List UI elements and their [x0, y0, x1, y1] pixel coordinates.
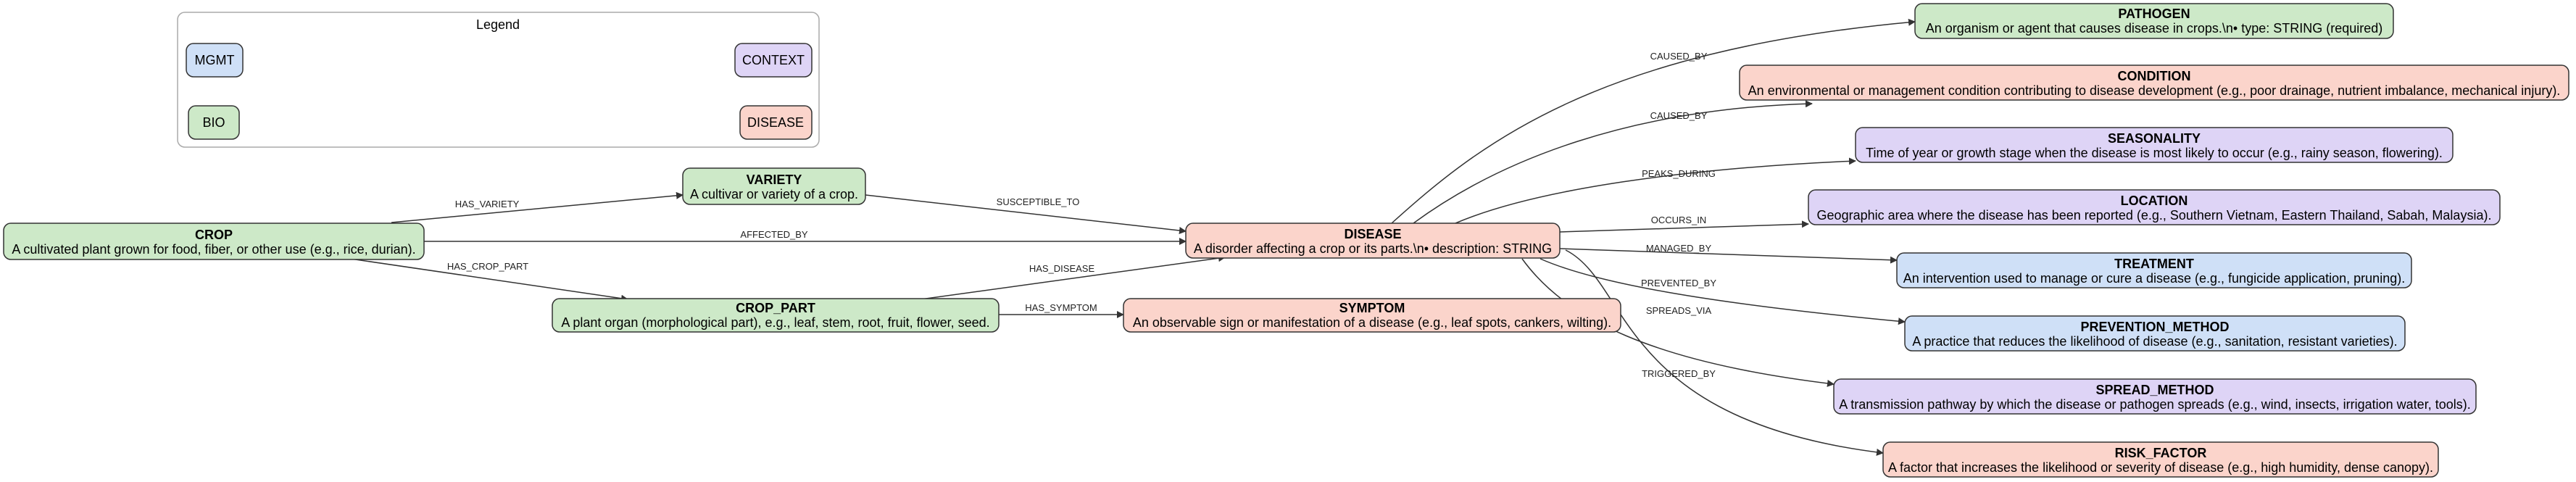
- legend-label-disease: DISEASE: [747, 115, 804, 130]
- node-seasonality[interactable]: SEASONALITY Time of year or growth stage…: [1855, 127, 2454, 163]
- edge-affected-by: AFFECTED_BY: [424, 229, 1187, 245]
- node-symptom[interactable]: SYMPTOM An observable sign or manifestat…: [1123, 298, 1621, 333]
- node-description: An environmental or management condition…: [1748, 83, 2561, 98]
- edge-label-has-disease: HAS_DISEASE: [1029, 263, 1095, 274]
- node-description: A practice that reduces the likelihood o…: [1912, 334, 2397, 349]
- node-treatment[interactable]: TREATMENT An intervention used to manage…: [1896, 252, 2412, 288]
- legend: Legend MGMT CONTEXT BIO DISEASE: [177, 12, 820, 148]
- edge-prevented-by: PREVENTED_BY: [1540, 258, 1906, 325]
- node-location[interactable]: LOCATION Geographic area where the disea…: [1808, 189, 2501, 225]
- legend-title: Legend: [476, 17, 520, 32]
- node-spread-method[interactable]: SPREAD_METHOD A transmission pathway by …: [1833, 378, 2477, 415]
- node-description: A plant organ (morphological part), e.g.…: [561, 315, 989, 330]
- legend-label-bio: BIO: [202, 115, 225, 130]
- node-title: DISEASE: [1344, 227, 1401, 241]
- edge-has-crop-part: HAS_CROP_PART: [340, 257, 628, 302]
- node-title: VARIETY: [747, 173, 802, 187]
- node-description: Time of year or growth stage when the di…: [1866, 146, 2443, 160]
- node-title: PREVENTION_METHOD: [2080, 320, 2229, 334]
- node-variety[interactable]: VARIETY A cultivar or variety of a crop.: [682, 167, 866, 205]
- node-title: LOCATION: [2121, 194, 2188, 208]
- node-title: CROP_PART: [736, 301, 815, 315]
- node-description: An organism or agent that causes disease…: [1926, 21, 2383, 36]
- edge-has-symptom: HAS_SYMPTOM: [999, 302, 1124, 318]
- node-description: A cultivated plant grown for food, fiber…: [12, 242, 415, 257]
- node-crop[interactable]: CROP A cultivated plant grown for food, …: [3, 223, 425, 260]
- node-description: An intervention used to manage or cure a…: [1903, 271, 2405, 286]
- legend-item-mgmt: MGMT: [186, 43, 244, 78]
- node-title: SPREAD_METHOD: [2095, 383, 2214, 397]
- node-title: SEASONALITY: [2108, 131, 2201, 146]
- edge-label-triggered-by: TRIGGERED_BY: [1642, 368, 1716, 379]
- node-risk-factor[interactable]: RISK_FACTOR A factor that increases the …: [1882, 441, 2439, 478]
- edge-spreads-via: SPREADS_VIA: [1521, 258, 1835, 387]
- edge-label-prevented-by: PREVENTED_BY: [1641, 278, 1716, 288]
- node-title: SYMPTOM: [1339, 301, 1405, 315]
- node-description: An observable sign or manifestation of a…: [1133, 315, 1611, 330]
- edge-label-affected-by: AFFECTED_BY: [740, 229, 808, 240]
- edge-label-susceptible-to: SUSCEPTIBLE_TO: [997, 196, 1080, 207]
- edge-label-spreads-via: SPREADS_VIA: [1646, 305, 1712, 316]
- node-title: TREATMENT: [2114, 257, 2194, 271]
- edge-triggered-by: TRIGGERED_BY: [1565, 249, 1884, 456]
- node-prevention-method[interactable]: PREVENTION_METHOD A practice that reduce…: [1904, 315, 2406, 352]
- legend-item-bio: BIO: [188, 105, 240, 140]
- edge-occurs-in: OCCURS_IN: [1559, 215, 1809, 233]
- edge-managed-by: MANAGED_BY: [1559, 243, 1898, 264]
- node-pathogen[interactable]: PATHOGEN An organism or agent that cause…: [1914, 3, 2394, 39]
- edge-label-caused-by-pathogen: CAUSED_BY: [1650, 51, 1708, 62]
- node-title: CONDITION: [2118, 69, 2191, 83]
- node-condition[interactable]: CONDITION An environmental or management…: [1739, 65, 2569, 101]
- node-disease[interactable]: DISEASE A disorder affecting a crop or i…: [1185, 223, 1561, 259]
- edge-peaks-during: PEAKS_DURING: [1455, 157, 1856, 224]
- node-description: Geographic area where the disease has be…: [1817, 208, 2492, 223]
- edge-label-caused-by-condition: CAUSED_BY: [1650, 110, 1708, 121]
- legend-item-disease: DISEASE: [739, 105, 813, 140]
- edge-label-peaks-during: PEAKS_DURING: [1642, 168, 1716, 179]
- edge-label-has-crop-part: HAS_CROP_PART: [447, 261, 528, 272]
- edge-label-managed-by: MANAGED_BY: [1646, 243, 1712, 254]
- edge-susceptible-to: SUSCEPTIBLE_TO: [865, 194, 1187, 234]
- edge-has-disease: HAS_DISEASE: [920, 254, 1226, 300]
- node-title: RISK_FACTOR: [2115, 446, 2207, 460]
- edge-caused-by-condition: CAUSED_BY: [1413, 100, 1813, 224]
- node-crop-part[interactable]: CROP_PART A plant organ (morphological p…: [552, 298, 1000, 333]
- node-title: PATHOGEN: [2118, 7, 2190, 21]
- legend-label-mgmt: MGMT: [195, 53, 235, 67]
- edge-caused-by-pathogen: CAUSED_BY: [1391, 18, 1916, 224]
- edge-has-variety: HAS_VARIETY: [391, 191, 684, 223]
- node-description: A transmission pathway by which the dise…: [1839, 397, 2470, 412]
- node-description: A cultivar or variety of a crop.: [690, 187, 858, 201]
- legend-label-context: CONTEXT: [742, 53, 805, 67]
- legend-item-context: CONTEXT: [734, 43, 813, 78]
- edge-label-occurs-in: OCCURS_IN: [1651, 215, 1707, 225]
- edge-label-has-variety: HAS_VARIETY: [455, 199, 520, 209]
- node-description: A disorder affecting a crop or its parts…: [1194, 241, 1552, 256]
- edge-label-has-symptom: HAS_SYMPTOM: [1025, 302, 1097, 313]
- node-title: CROP: [195, 228, 233, 242]
- node-description: A factor that increases the likelihood o…: [1888, 460, 2433, 475]
